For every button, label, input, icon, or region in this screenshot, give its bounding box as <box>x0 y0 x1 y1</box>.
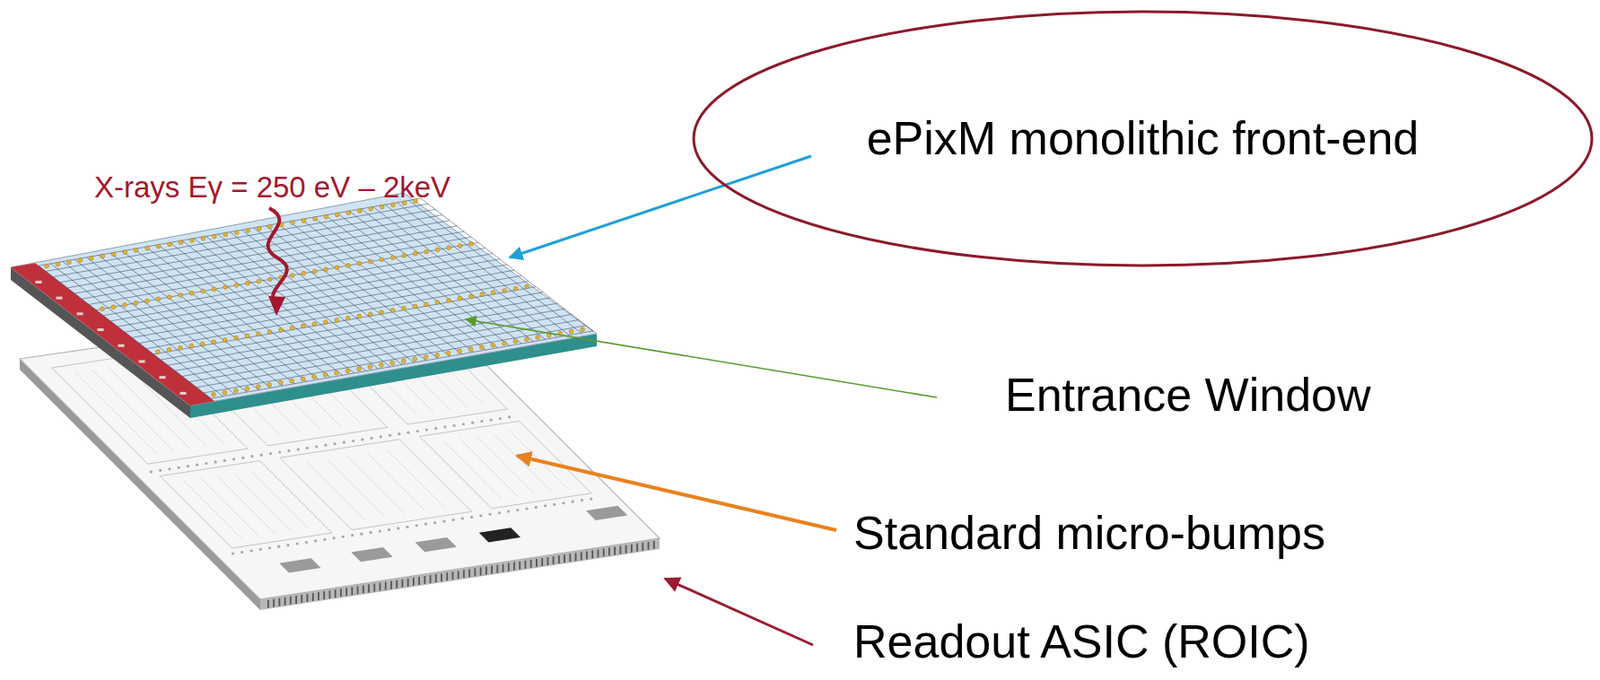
leader-arrow <box>516 455 837 531</box>
xray-arrowhead <box>268 296 286 316</box>
part-label: Readout ASIC (ROIC) <box>853 615 1311 670</box>
periphery-strip <box>10 262 215 406</box>
callout-text: ePixM monolithic front-end <box>866 112 1420 167</box>
bump-rows <box>35 199 586 398</box>
roic-pads <box>268 541 655 609</box>
part-label: Standard micro-bumps <box>853 507 1326 561</box>
xray-wave <box>268 208 288 306</box>
leader-arrow <box>664 578 814 646</box>
pixel-grid <box>38 198 594 399</box>
callout-ellipse: ePixM monolithic front-end <box>691 9 1594 268</box>
leader-arrow <box>465 319 937 398</box>
beam-label: X-rays Eγ = 250 eV – 2keV <box>94 170 451 205</box>
part-label: Entrance Window <box>1005 368 1372 423</box>
entrance-window-surface <box>10 192 597 406</box>
